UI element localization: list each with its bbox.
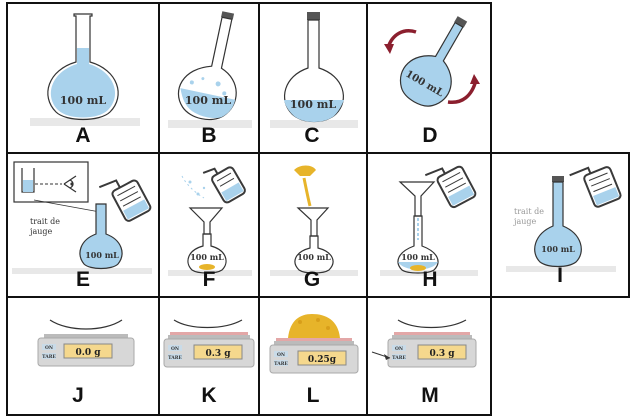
flask-D: 100 mL bbox=[384, 16, 480, 107]
flask-A-volume: 100 mL bbox=[60, 94, 106, 107]
scale-K-tare: TARE bbox=[168, 355, 182, 361]
trait-label-line2: jauge bbox=[29, 227, 53, 236]
flask-B-volume: 100 mL bbox=[185, 94, 231, 107]
stopper-icon bbox=[552, 176, 564, 182]
label-L: L bbox=[306, 384, 320, 407]
scale-L: ON TARE 0.25g bbox=[269, 314, 359, 374]
rotation-arrow-icon bbox=[384, 29, 480, 105]
grid-left bbox=[6, 2, 8, 416]
panel-I: trait de jauge 100 mL bbox=[506, 166, 622, 272]
stopper-icon bbox=[307, 12, 320, 20]
trait-label-line1: trait de bbox=[30, 217, 60, 226]
panel-G: 100 mL bbox=[270, 165, 358, 276]
scale-K: ON TARE 0.3 g bbox=[163, 319, 255, 368]
label-J: J bbox=[72, 384, 84, 407]
label-M: M bbox=[421, 384, 439, 407]
label-F: F bbox=[202, 268, 216, 291]
scale-M-reading: 0.3 g bbox=[429, 349, 455, 359]
flask-C-volume: 100 mL bbox=[290, 98, 336, 111]
flask-E-volume: 100 mL bbox=[85, 250, 119, 260]
label-D: D bbox=[422, 124, 438, 147]
grid-col1 bbox=[158, 2, 160, 416]
label-G: G bbox=[303, 268, 321, 291]
grid-row2 bbox=[6, 296, 628, 298]
wash-bottle-icon bbox=[569, 166, 622, 208]
flask-H-volume: 100 mL bbox=[401, 252, 435, 262]
grid-bottom bbox=[6, 414, 490, 416]
scale-L-on: ON bbox=[277, 352, 285, 358]
flask-I-volume: 100 mL bbox=[541, 244, 575, 254]
flask-B: 100 mL bbox=[168, 11, 252, 128]
label-C: C bbox=[304, 124, 320, 147]
label-E: E bbox=[75, 268, 90, 291]
eye-icon bbox=[63, 175, 77, 193]
scale-L-reading: 0.25g bbox=[308, 355, 337, 365]
scale-K-reading: 0.3 g bbox=[205, 349, 231, 359]
funnel-icon bbox=[296, 207, 330, 237]
label-A: A bbox=[75, 124, 91, 147]
panel-E: trait de jauge 100 mL bbox=[12, 161, 152, 274]
panel-H: 100 mL bbox=[380, 165, 478, 276]
scale-J-tare: TARE bbox=[42, 354, 56, 360]
scale-M: ON TARE 0.3 g bbox=[371, 319, 477, 368]
grid-row1 bbox=[6, 152, 628, 154]
wash-bottle-icon bbox=[202, 166, 246, 204]
scale-J-reading: 0.0 g bbox=[75, 348, 101, 358]
grid-top bbox=[6, 2, 490, 4]
flask-F-volume: 100 mL bbox=[190, 252, 224, 262]
label-I: I bbox=[557, 264, 563, 287]
grid-right bbox=[628, 152, 630, 298]
flask-G-volume: 100 mL bbox=[297, 252, 331, 262]
grid-col2 bbox=[258, 2, 260, 416]
flask-C: 100 mL bbox=[270, 12, 358, 128]
label-K: K bbox=[201, 384, 217, 407]
flask-A: 100 mL bbox=[30, 13, 140, 126]
grid-col4 bbox=[490, 2, 492, 416]
label-H: H bbox=[422, 268, 438, 291]
scale-J-on: ON bbox=[45, 345, 53, 351]
scale-J: ON TARE 0.0 g bbox=[37, 319, 135, 367]
grid-col3 bbox=[366, 2, 368, 416]
scale-K-on: ON bbox=[171, 346, 179, 352]
trait-label-I-line1: trait de bbox=[514, 207, 544, 216]
scale-L-tare: TARE bbox=[274, 361, 288, 367]
panel-F: 100 mL bbox=[168, 166, 252, 276]
wash-bottle-icon bbox=[98, 179, 152, 222]
trait-label-I-line2: jauge bbox=[513, 217, 537, 226]
funnel-icon bbox=[188, 207, 224, 235]
stopper-icon bbox=[454, 16, 468, 28]
scale-M-tare: TARE bbox=[392, 355, 406, 361]
funnel-icon bbox=[398, 181, 436, 217]
scale-M-on: ON bbox=[395, 346, 403, 352]
label-B: B bbox=[201, 124, 217, 147]
wash-bottle-icon bbox=[424, 165, 477, 209]
